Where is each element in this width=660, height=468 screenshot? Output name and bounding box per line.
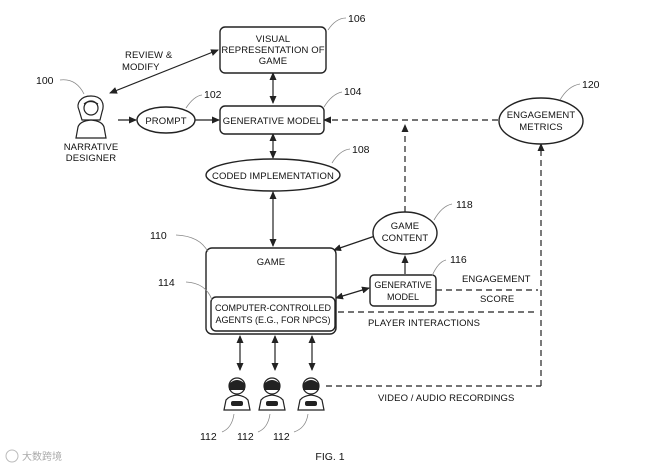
leader-112-1 (221, 413, 235, 433)
game-label: GAME (257, 257, 285, 268)
ref-114: 114 (158, 277, 175, 289)
ref-100: 100 (36, 75, 54, 87)
player-icon-2 (258, 377, 286, 411)
player-interactions-label: PLAYER INTERACTIONS (368, 318, 480, 329)
agents-line1: COMPUTER-CONTROLLED (215, 303, 332, 313)
leader-114 (185, 281, 213, 301)
leader-102 (185, 94, 203, 109)
ref-110: 110 (150, 230, 167, 242)
ref-106: 106 (348, 13, 366, 25)
watermark-text: 大数跨境 (22, 450, 62, 463)
visual-line2: REPRESENTATION OF (221, 45, 324, 56)
node-coded-implementation: CODED IMPLEMENTATION (205, 158, 341, 192)
node-engagement-metrics: ENGAGEMENT METRICS (498, 97, 584, 145)
metrics-line1: ENGAGEMENT (507, 110, 576, 121)
leader-108 (331, 148, 351, 164)
node-generative-model-small: GENERATIVE MODEL (369, 274, 437, 307)
ref-116: 116 (450, 254, 467, 266)
player-icon-1 (223, 377, 251, 411)
leader-116 (431, 259, 447, 277)
ref-108: 108 (352, 144, 370, 156)
engagement-score-line1: ENGAGEMENT (462, 274, 531, 285)
ref-118: 118 (456, 199, 473, 211)
leader-110 (175, 234, 209, 253)
edge-content-game (333, 235, 376, 252)
review-label-line1: REVIEW & (125, 50, 173, 61)
ref-112-2: 112 (237, 431, 254, 443)
designer-line1: NARRATIVE (64, 142, 119, 153)
node-computer-controlled-agents: COMPUTER-CONTROLLED AGENTS (E.G., FOR NP… (210, 296, 336, 332)
coded-label: CODED IMPLEMENTATION (212, 171, 334, 182)
recordings-label: VIDEO / AUDIO RECORDINGS (378, 393, 514, 404)
metrics-line2: METRICS (519, 122, 562, 133)
ref-112-1: 112 (200, 431, 217, 443)
content-line1: GAME (391, 221, 419, 232)
genmodel-label: GENERATIVE MODEL (223, 116, 322, 127)
ref-102: 102 (204, 89, 222, 101)
edge-agents-smallmodel (335, 286, 370, 300)
content-line2: CONTENT (382, 233, 429, 244)
leader-112-2 (257, 413, 271, 433)
review-label-line2: MODIFY (122, 62, 160, 73)
ref-104: 104 (344, 86, 362, 98)
visual-line3: GAME (259, 56, 287, 67)
ref-120: 120 (582, 79, 600, 91)
node-game-content: GAME CONTENT (372, 211, 438, 255)
leader-104 (323, 91, 343, 108)
node-visual-representation: VISUAL REPRESENTATION OF GAME (219, 26, 327, 74)
visual-line1: VISUAL (256, 34, 290, 45)
watermark: 大数跨境 (5, 449, 62, 463)
leader-120 (559, 83, 581, 101)
prompt-label: PROMPT (145, 116, 186, 127)
node-generative-model: GENERATIVE MODEL (219, 105, 325, 135)
agents-line2: AGENTS (E.G., FOR NPCS) (215, 315, 330, 325)
node-prompt: PROMPT (136, 106, 196, 134)
leader-112-3 (293, 413, 309, 433)
ref-112-3: 112 (273, 431, 290, 443)
figure-label: FIG. 1 (315, 451, 344, 463)
leader-118 (433, 203, 453, 221)
leader-106 (327, 17, 347, 31)
leader-100 (59, 79, 85, 95)
smallmodel-line2: MODEL (387, 292, 419, 302)
engagement-score-line2: SCORE (480, 294, 514, 305)
edge-review-modify (109, 49, 219, 94)
narrative-designer-icon (75, 95, 107, 139)
smallmodel-line1: GENERATIVE (374, 280, 431, 290)
player-icon-3 (297, 377, 325, 411)
designer-line2: DESIGNER (66, 153, 116, 164)
